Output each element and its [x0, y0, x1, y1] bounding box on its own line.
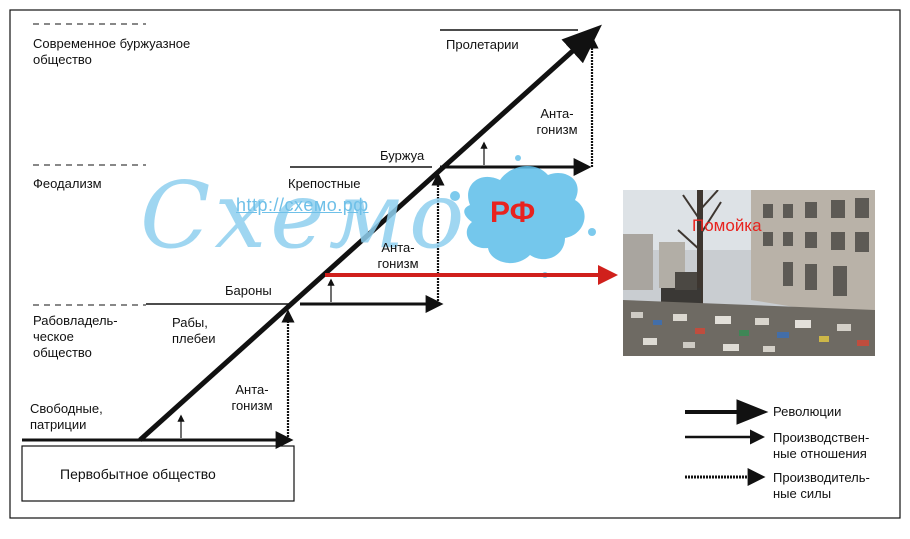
- watermark-logo: Схемо: [140, 162, 469, 269]
- class-free-label: Свободные, патриции: [30, 401, 103, 432]
- splash-drop-2: [588, 228, 596, 236]
- class-proletarians-label: Пролетарии: [446, 37, 519, 52]
- ink-splash-watermark: [464, 165, 585, 264]
- antagonism-label-1: Анта-гонизм: [231, 382, 273, 413]
- level-slave-label: Рабовладель-ческое общество: [33, 313, 118, 360]
- antagonism-label-2: Анта-гонизм: [377, 240, 419, 271]
- watermark-rf: РФ: [490, 196, 536, 229]
- level-primitive-label: Первобытное общество: [60, 466, 216, 482]
- level-feudal-label: Феодализм: [33, 176, 102, 191]
- class-slaves-label: Рабы, плебеи: [172, 315, 216, 346]
- class-serfs-label: Крепостные: [288, 176, 361, 191]
- garbage-photo-drawing: [623, 190, 875, 356]
- watermark-url: http://схемо.рф: [236, 195, 369, 215]
- legend-revolutions-label: Революции: [773, 404, 842, 419]
- splash-drop-4: [515, 155, 521, 161]
- primitive-society-box: [21, 445, 295, 502]
- class-barons-label: Бароны: [225, 283, 272, 298]
- legend-relations-label: Производствен-ные отношения: [773, 430, 870, 461]
- splash-drop-1: [450, 191, 460, 201]
- antagonism-label-3: Анта-гонизм: [536, 106, 578, 137]
- class-bourgeois-label: Буржуа: [380, 148, 425, 163]
- level-modern-label: Современное буржуазное общество: [33, 36, 191, 67]
- revolution-diagonal-arrow: [138, 24, 602, 442]
- photo-caption: Помойка: [692, 216, 762, 235]
- garbage-photo: [623, 190, 875, 356]
- legend-forces-label: Производитель-ные силы: [773, 470, 870, 501]
- outer-frame: [9, 9, 901, 519]
